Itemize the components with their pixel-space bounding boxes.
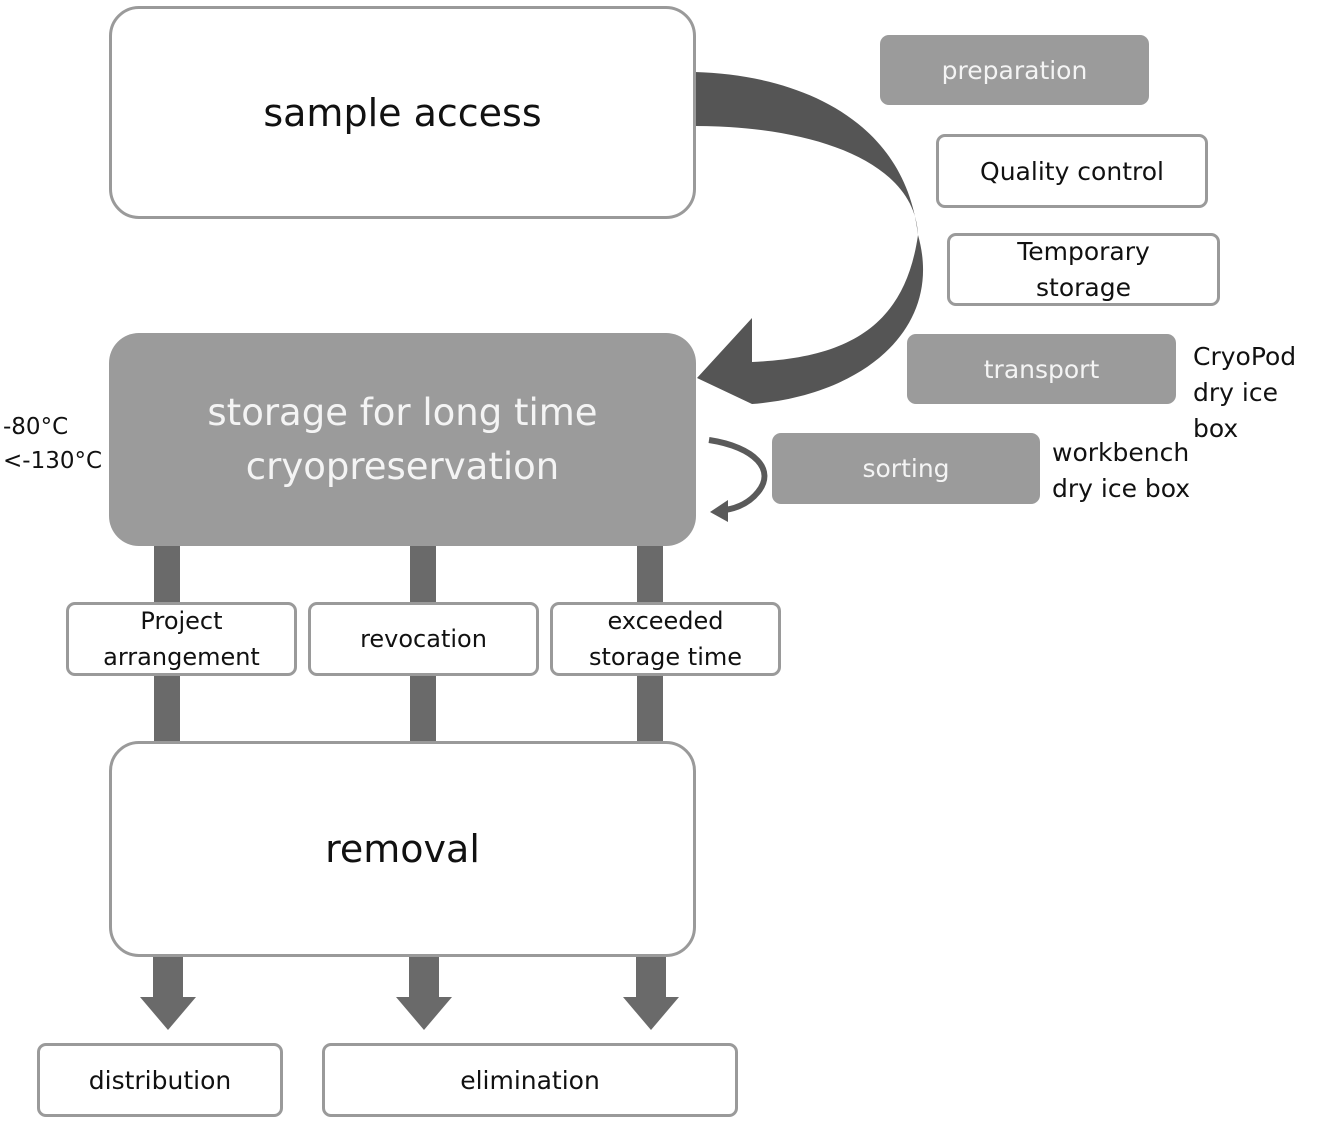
temperature-note: -80°C <-130°C [3,414,103,474]
transport-label: transport [983,354,1100,384]
down-arrow-right [623,955,679,1030]
quality-control-box: Quality control [936,134,1208,208]
reason-label: revocation [360,625,487,653]
reason-revocation: revocation [308,602,539,676]
elimination-box: elimination [322,1043,738,1117]
temporary-storage-label: Temporary storage [1017,236,1150,302]
preparation-label: preparation [941,55,1088,85]
reason-project-arrangement: Project arrangement [66,602,297,676]
removal-label: removal [325,827,480,871]
sorting-note: workbench dry ice box [1052,438,1191,503]
distribution-label: distribution [88,1065,232,1095]
transport-box: transport [907,334,1176,404]
sorting-box: sorting [772,433,1040,504]
storage-label: storage for long time cryopreservation [207,390,598,488]
preparation-box: preparation [880,35,1149,105]
reason-exceeded-storage-time: exceeded storage time [550,602,781,676]
storage-box: storage for long time cryopreservation [109,333,696,546]
curved-arrow [695,72,924,404]
reason-label: Project arrangement [103,607,260,671]
removal-box: removal [109,741,696,957]
sample-access-label: sample access [263,90,542,135]
sorting-cycle-arrow [708,437,768,513]
reason-label: exceeded storage time [588,607,743,671]
down-arrow-left [140,955,196,1030]
sample-access-box: sample access [109,6,696,219]
elimination-label: elimination [460,1065,600,1095]
sorting-label: sorting [862,454,950,483]
temporary-storage-box: Temporary storage [947,233,1220,306]
distribution-box: distribution [37,1043,283,1117]
quality-control-label: Quality control [980,156,1164,186]
sorting-cycle-arrowhead [710,500,728,522]
transport-note: CryoPod dry ice box [1193,342,1297,443]
down-arrow-middle [396,955,452,1030]
